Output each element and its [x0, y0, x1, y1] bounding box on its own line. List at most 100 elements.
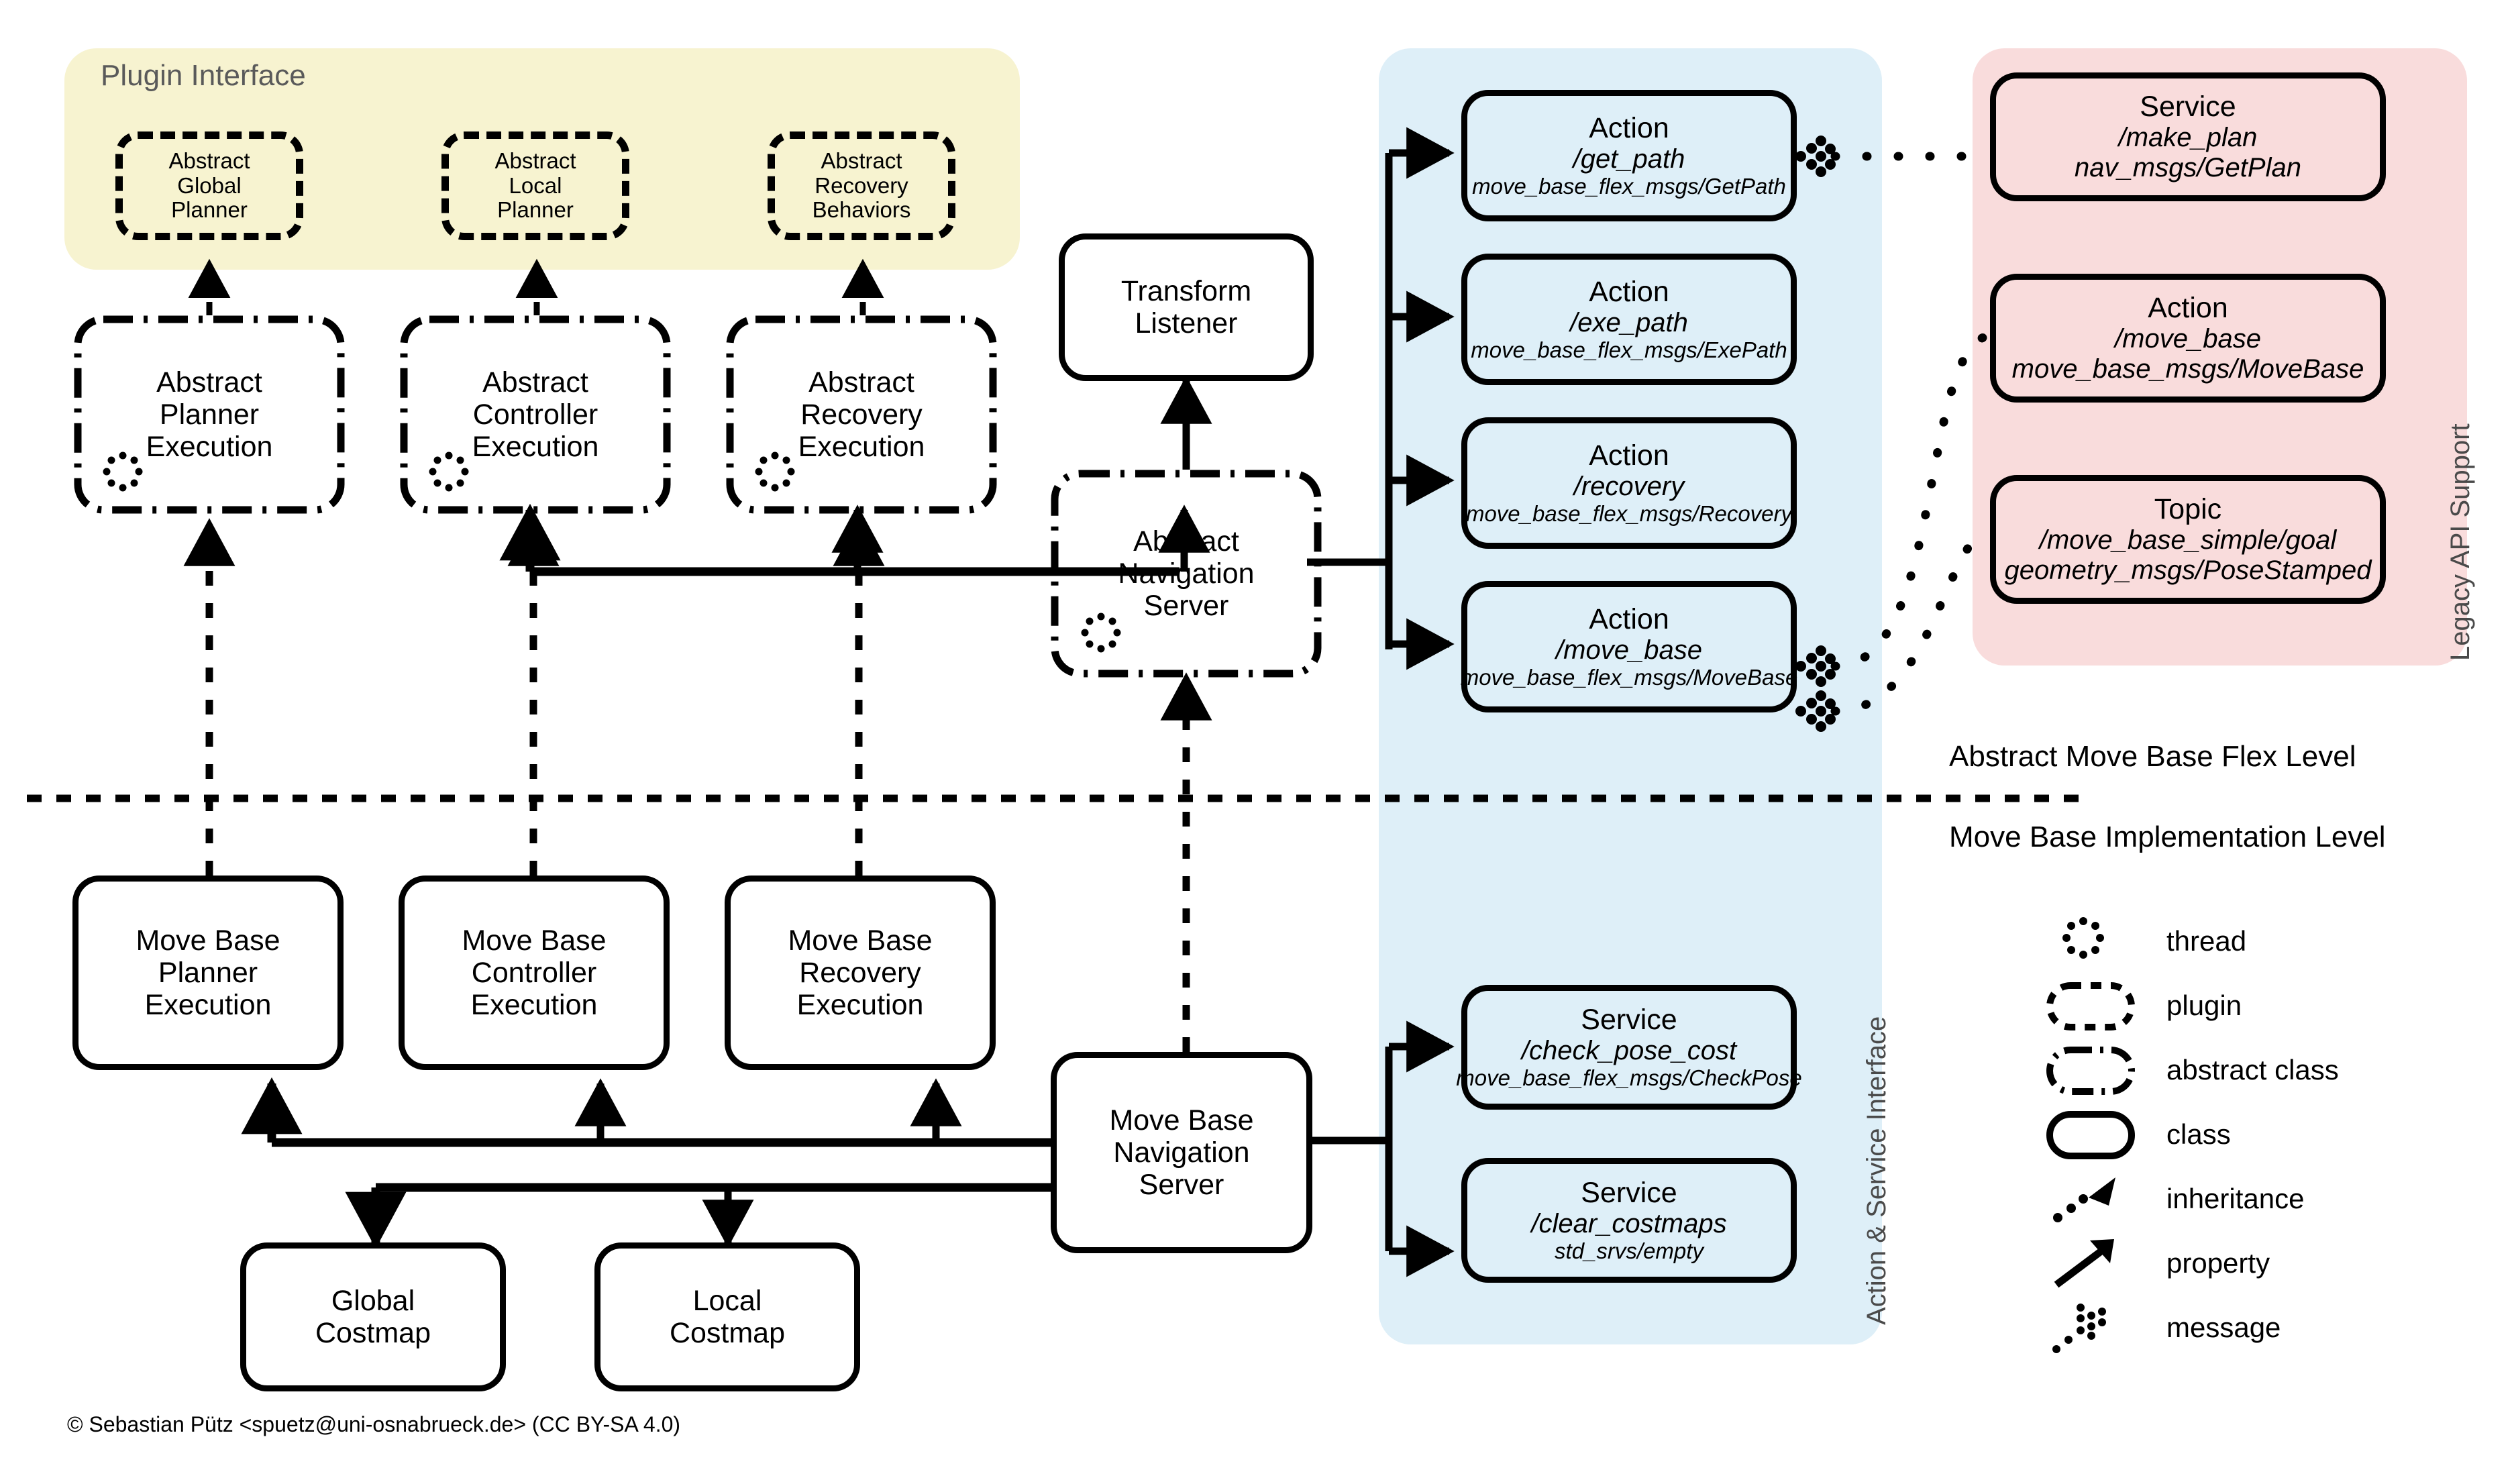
- abstract-navigation-server[interactable]: Abstract Navigation Server: [1051, 470, 1322, 678]
- move-base-navigation-server[interactable]: Move Base Navigation Server: [1051, 1052, 1312, 1253]
- move-base-recovery-execution[interactable]: Move Base Recovery Execution: [725, 876, 996, 1070]
- level-label-abstract-mbf: Abstract Move Base Flex Level: [1949, 740, 2356, 773]
- action-move-base[interactable]: Action /move_base move_base_flex_msgs/Mo…: [1461, 581, 1797, 712]
- node-type: geometry_msgs/PoseStamped: [2004, 555, 2372, 586]
- node-topic: /move_base: [1556, 635, 1702, 666]
- node-topic: /recovery: [1573, 472, 1685, 502]
- node-line-1: Move Base: [1109, 1104, 1254, 1136]
- service-check-pose-cost[interactable]: Service /check_pose_cost move_base_flex_…: [1456, 985, 1802, 1110]
- service-clear-costmaps[interactable]: Service /clear_costmaps std_srvs/empty: [1461, 1158, 1797, 1283]
- node-line-1: Global: [331, 1284, 415, 1317]
- node-topic: /exe_path: [1570, 308, 1688, 338]
- legacy-topic-move-base-simple-goal[interactable]: Topic /move_base_simple/goal geometry_ms…: [1990, 475, 2386, 604]
- thread-icon: [755, 452, 795, 492]
- action-service-interface-label: Action & Service Interface: [1862, 1016, 1891, 1325]
- abstract-recovery-execution[interactable]: Abstract Recovery Execution: [726, 315, 997, 514]
- abstract-planner-execution[interactable]: Abstract Planner Execution: [74, 315, 345, 514]
- legend-row-thread: thread: [2043, 909, 2472, 973]
- node-line-2: Recovery: [815, 172, 908, 198]
- node-line-1: Abstract: [482, 366, 588, 399]
- legend-row-class: class: [2043, 1102, 2472, 1167]
- node-type: move_base_flex_msgs/GetPath: [1472, 174, 1786, 199]
- node-line-3: Execution: [470, 989, 598, 1022]
- abstract-controller-execution[interactable]: Abstract Controller Execution: [400, 315, 671, 514]
- legend-label: inheritance: [2166, 1183, 2305, 1214]
- node-line-1: Abstract: [168, 148, 250, 173]
- inheritance-arrow-icon: [2043, 1167, 2144, 1231]
- transform-listener[interactable]: Transform Listener: [1059, 233, 1314, 381]
- thread-icon: [1081, 613, 1121, 653]
- node-line-1: Move Base: [788, 924, 933, 957]
- legend-row-property: property: [2043, 1231, 2472, 1295]
- node-line-3: Execution: [146, 431, 273, 464]
- node-line-2: Navigation: [1118, 557, 1255, 590]
- node-type: std_srvs/empty: [1555, 1238, 1704, 1263]
- action-get-path[interactable]: Action /get_path move_base_flex_msgs/Get…: [1461, 90, 1797, 221]
- node-line-2: Listener: [1135, 307, 1238, 339]
- move-base-planner-execution[interactable]: Move Base Planner Execution: [72, 876, 344, 1070]
- node-topic: /check_pose_cost: [1521, 1036, 1737, 1066]
- thread-icon: [429, 452, 469, 492]
- node-line-1: Abstract: [1133, 525, 1239, 558]
- legacy-service-make-plan[interactable]: Service /make_plan nav_msgs/GetPlan: [1990, 72, 2386, 201]
- node-kind: Service: [2140, 91, 2236, 123]
- move-base-controller-execution[interactable]: Move Base Controller Execution: [399, 876, 670, 1070]
- node-line-1: Move Base: [136, 924, 280, 957]
- node-kind: Service: [1581, 1177, 1677, 1210]
- legend-label: plugin: [2166, 990, 2242, 1021]
- node-kind: Action: [1589, 276, 1669, 309]
- plugin-abstract-recovery-behaviors[interactable]: Abstract Recovery Behaviors: [768, 131, 955, 240]
- message-icon: [2043, 1295, 2144, 1360]
- legend-label: abstract class: [2166, 1054, 2339, 1085]
- node-line-3: Execution: [798, 431, 925, 464]
- node-line-2: Planner: [159, 398, 260, 431]
- global-costmap[interactable]: Global Costmap: [240, 1242, 506, 1391]
- node-line-2: Costmap: [669, 1317, 786, 1349]
- node-line-1: Abstract: [494, 148, 576, 173]
- action-exe-path[interactable]: Action /exe_path move_base_flex_msgs/Exe…: [1461, 254, 1797, 385]
- node-line-1: Abstract: [821, 148, 902, 173]
- plugin-icon: [2043, 973, 2144, 1038]
- node-line-3: Server: [1143, 590, 1229, 623]
- plugin-abstract-local-planner[interactable]: Abstract Local Planner: [441, 131, 629, 240]
- node-line-3: Execution: [144, 989, 272, 1022]
- node-topic: /move_base: [2115, 324, 2261, 354]
- action-recovery[interactable]: Action /recovery move_base_flex_msgs/Rec…: [1461, 417, 1797, 549]
- legend-label: thread: [2166, 925, 2247, 957]
- thread-icon: [103, 452, 143, 492]
- node-line-1: Abstract: [808, 366, 914, 399]
- legacy-action-move-base[interactable]: Action /move_base move_base_msgs/MoveBas…: [1990, 274, 2386, 403]
- action-service-interface-region: [1379, 48, 1882, 1344]
- node-kind: Action: [1589, 112, 1669, 145]
- class-icon: [2043, 1102, 2144, 1167]
- node-kind: Action: [1589, 603, 1669, 636]
- plugin-abstract-global-planner[interactable]: Abstract Global Planner: [115, 131, 303, 240]
- abstract-class-icon: [2043, 1038, 2144, 1102]
- node-line-3: Planner: [171, 197, 248, 223]
- legend-row-inheritance: inheritance: [2043, 1167, 2472, 1231]
- node-line-2: Recovery: [799, 956, 921, 989]
- node-type: nav_msgs/GetPlan: [2075, 153, 2301, 183]
- node-kind: Topic: [2154, 493, 2222, 526]
- node-line-2: Planner: [158, 956, 258, 989]
- node-line-2: Local: [509, 172, 562, 198]
- local-costmap[interactable]: Local Costmap: [594, 1242, 860, 1391]
- node-line-2: Recovery: [800, 398, 923, 431]
- node-line-3: Behaviors: [812, 197, 911, 223]
- legend: thread plugin abstract class class: [2043, 909, 2472, 1360]
- node-line-3: Server: [1139, 1169, 1224, 1202]
- legend-row-message: message: [2043, 1295, 2472, 1360]
- node-type: move_base_flex_msgs/Recovery: [1465, 501, 1793, 526]
- property-arrow-icon: [2043, 1231, 2144, 1295]
- plugin-interface-title: Plugin Interface: [101, 59, 306, 92]
- node-kind: Service: [1581, 1004, 1677, 1037]
- node-type: move_base_msgs/MoveBase: [2011, 354, 2364, 384]
- node-line-2: Controller: [471, 956, 597, 989]
- node-line-1: Abstract: [156, 366, 262, 399]
- legend-label: property: [2166, 1247, 2270, 1279]
- node-line-1: Local: [692, 1284, 762, 1317]
- copyright-notice: © Sebastian Pütz <spuetz@uni-osnabrueck.…: [67, 1412, 681, 1436]
- node-line-3: Execution: [472, 431, 599, 464]
- node-kind: Action: [2148, 292, 2228, 325]
